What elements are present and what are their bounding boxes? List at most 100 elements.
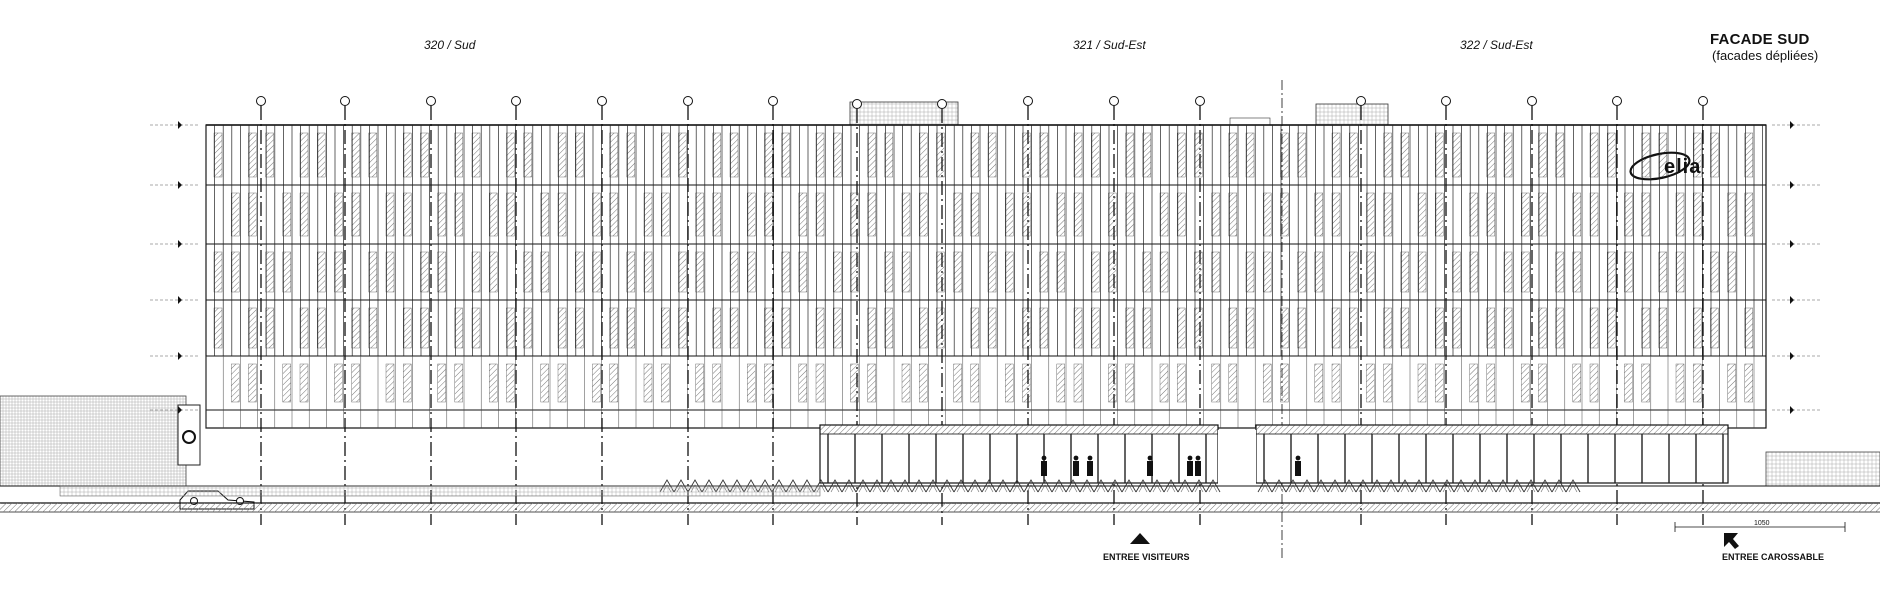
grid-axis-marker: [1356, 96, 1366, 106]
window-panel: [1090, 307, 1100, 349]
window-panel: [437, 251, 446, 293]
window-panel: [1331, 192, 1341, 237]
window-panel: [523, 132, 532, 178]
landscape-bush: [1537, 479, 1553, 493]
window-panel: [1176, 132, 1186, 178]
window-panel: [609, 363, 618, 403]
landscape-bush: [1208, 484, 1218, 493]
background-building-left: [0, 395, 1880, 487]
landscape-bush: [1358, 484, 1368, 493]
grid-axis-marker: [1698, 96, 1708, 106]
level-marker-arrow: [178, 121, 182, 129]
window-panel: [1606, 251, 1616, 293]
window-panel: [351, 307, 360, 349]
window-panel: [1159, 363, 1169, 403]
person-head: [1295, 455, 1301, 461]
left-logo-mark: [182, 430, 196, 444]
window-panel: [334, 363, 343, 403]
window-panel: [1641, 192, 1650, 237]
window-panel: [850, 251, 859, 293]
window-panel: [936, 132, 945, 178]
window-panel: [1056, 363, 1066, 403]
grid-axis-marker: [511, 96, 521, 106]
window-panel: [1417, 363, 1427, 403]
landscape-bush: [1526, 484, 1536, 493]
section-label-322: 322 / Sud-Est: [1460, 38, 1533, 52]
window-panel: [1245, 307, 1255, 349]
landscape-bush: [1327, 479, 1343, 493]
window-panel: [1125, 363, 1134, 403]
window-panel: [403, 132, 412, 178]
window-panel: [213, 132, 223, 178]
level-marker-arrow: [178, 406, 182, 414]
window-panel: [523, 307, 532, 349]
window-panel: [1589, 307, 1599, 349]
window-panel: [557, 192, 567, 237]
window-panel: [1090, 132, 1100, 178]
landscape-bush: [855, 479, 871, 493]
grid-axis-marker: [1441, 96, 1451, 106]
window-panel: [1280, 192, 1289, 237]
landscape-bush: [827, 479, 843, 493]
window-panel: [970, 132, 979, 178]
window-panel: [1194, 132, 1203, 178]
right-annex: [1765, 451, 1880, 487]
person-head: [1147, 455, 1153, 461]
window-panel: [1589, 192, 1599, 237]
window-panel: [764, 307, 773, 349]
window-panel: [575, 132, 584, 178]
window-panel: [953, 363, 962, 403]
window-panel: [334, 251, 343, 293]
window-panel: [1366, 192, 1375, 237]
landscape-bush: [1467, 479, 1483, 493]
window-panel: [919, 307, 928, 349]
window-panel: [471, 251, 481, 293]
landscape-bush: [1054, 484, 1064, 493]
window-panel: [1503, 307, 1513, 349]
window-panel: [1538, 363, 1547, 403]
window-panel: [867, 192, 876, 237]
window-panel: [1383, 132, 1392, 178]
window-panel: [1022, 307, 1031, 349]
window-panel: [747, 251, 756, 293]
landscape-bush: [1302, 484, 1312, 493]
level-marker-arrow: [178, 352, 182, 360]
window-panel: [1624, 363, 1633, 403]
grid-axis-marker: [1195, 96, 1205, 106]
window-panel: [1675, 363, 1685, 403]
window-panel: [230, 363, 240, 403]
window-panel: [764, 363, 773, 403]
window-panel: [936, 307, 945, 349]
landscape-bush: [1068, 484, 1078, 493]
grid-axis-marker: [340, 96, 350, 106]
landscape-bush: [1344, 484, 1354, 493]
window-panel: [420, 132, 429, 178]
window-panel: [334, 192, 343, 237]
person-head: [1073, 455, 1079, 461]
window-panel: [1452, 132, 1461, 178]
window-panel: [506, 132, 515, 178]
window-panel: [1469, 192, 1478, 237]
window-panel: [1434, 192, 1444, 237]
landscape-bush: [1316, 484, 1326, 493]
window-panel: [1727, 251, 1736, 293]
landscape-bush: [1121, 479, 1137, 493]
facade-logo-swoosh: [1629, 151, 1691, 181]
window-panel: [1520, 192, 1530, 237]
window-panel: [385, 251, 395, 293]
landscape-bush: [1383, 479, 1399, 493]
window-panel: [1142, 251, 1152, 293]
window-panel: [1366, 363, 1375, 403]
grid-axis-marker: [1023, 96, 1033, 106]
left-building-grid: [0, 395, 187, 487]
window-panel: [265, 307, 274, 349]
window-panel: [351, 363, 360, 403]
window-panel: [1555, 251, 1564, 293]
window-panel: [747, 363, 756, 403]
window-panel: [1297, 307, 1306, 349]
window-panel: [1400, 132, 1410, 178]
window-panel: [1056, 251, 1066, 293]
landscape-bush: [942, 484, 952, 493]
landscape-bush: [1079, 479, 1095, 493]
